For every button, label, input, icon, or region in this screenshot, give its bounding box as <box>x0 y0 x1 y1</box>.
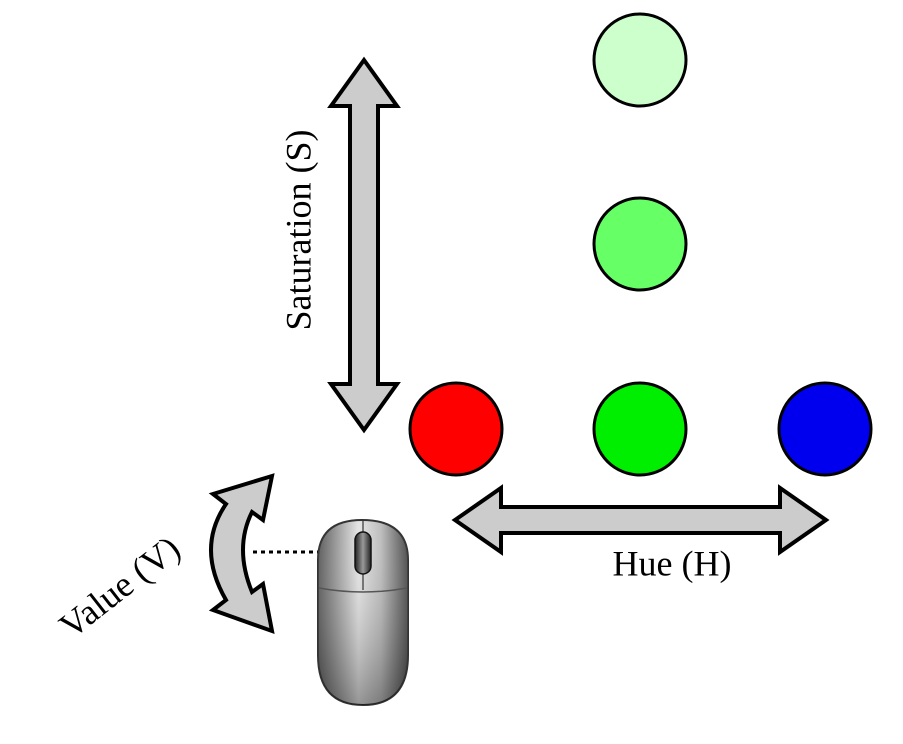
value-curved-arrow-icon <box>208 473 275 635</box>
hue-label: Hue (H) <box>613 543 732 583</box>
saturation-arrow-icon <box>327 56 401 434</box>
swatch-green-light <box>592 12 688 108</box>
swatch-green <box>592 381 688 477</box>
hue-arrow-icon <box>451 484 830 556</box>
mouse-body-shade <box>318 520 408 705</box>
value-label: Value (V) <box>52 528 188 646</box>
mouse-button-bottom-edge <box>318 587 408 593</box>
scroll-wheel-icon <box>354 531 372 575</box>
mouse-icon <box>317 518 409 707</box>
swatch-green-mid <box>592 196 688 292</box>
swatch-red <box>408 381 504 477</box>
saturation-label: Saturation (S) <box>278 130 318 331</box>
swatch-blue <box>777 381 873 477</box>
